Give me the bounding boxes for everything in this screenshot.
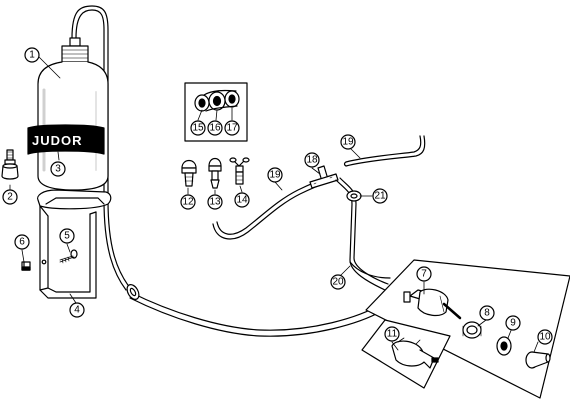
svg-text:10: 10 (539, 332, 551, 343)
washer-bottle (37, 37, 109, 191)
svg-text:18: 18 (306, 155, 318, 166)
svg-text:13: 13 (209, 197, 221, 208)
svg-text:1: 1 (29, 50, 35, 61)
callout-21: 21 (372, 188, 388, 204)
callout-15: 15 (190, 120, 206, 136)
tube-segment-19-left (212, 179, 323, 240)
washer-pump-small (1, 149, 19, 180)
bottle-bracket (37, 189, 112, 299)
tube-grommet-21 (346, 190, 362, 202)
callout-5: 5 (59, 228, 75, 244)
brand-text: JUDOR (32, 133, 83, 148)
pump-nut-8 (462, 321, 482, 339)
svg-text:15: 15 (192, 123, 204, 134)
callout-19-right: 19 (340, 134, 356, 150)
svg-text:9: 9 (510, 318, 516, 329)
svg-text:14: 14 (236, 195, 248, 206)
svg-text:16: 16 (209, 123, 221, 134)
tube-grommet (126, 284, 140, 300)
pump-bush-10 (525, 351, 551, 369)
tube-segment-19-right (343, 135, 426, 167)
callouts: 1 2 3 4 5 6 7 8 9 10 11 12 13 14 15 16 1… (2, 47, 553, 345)
callout-2: 2 (2, 189, 18, 205)
washer-tube-main (71, 5, 388, 337)
callout-10: 10 (537, 329, 553, 345)
svg-text:8: 8 (484, 308, 490, 319)
svg-text:6: 6 (19, 237, 25, 248)
callout-1: 1 (24, 47, 40, 63)
svg-text:4: 4 (74, 305, 80, 316)
callout-19-left: 19 (267, 167, 283, 183)
callout-16: 16 (207, 120, 223, 136)
svg-text:21: 21 (374, 191, 386, 202)
tee-connector (309, 165, 339, 189)
svg-text:5: 5 (64, 231, 70, 242)
callout-12: 12 (180, 194, 196, 210)
tube-segment-20 (335, 177, 391, 291)
jet-nozzle-14 (229, 157, 250, 185)
callout-4: 4 (69, 302, 85, 318)
bottle-brand-band: JUDOR (27, 124, 105, 155)
svg-text:7: 7 (421, 269, 427, 280)
callout-20: 20 (330, 274, 346, 290)
callout-9: 9 (505, 315, 521, 331)
svg-text:17: 17 (226, 123, 238, 134)
callout-7: 7 (416, 266, 432, 282)
pump-washer-9 (496, 336, 512, 356)
svg-text:19: 19 (342, 137, 354, 148)
svg-text:3: 3 (55, 164, 61, 175)
svg-text:11: 11 (387, 329, 398, 340)
svg-text:20: 20 (332, 277, 344, 288)
callout-13: 13 (207, 194, 223, 210)
svg-text:19: 19 (269, 170, 281, 181)
svg-text:12: 12 (182, 197, 194, 208)
callout-18: 18 (304, 152, 320, 168)
leader-lines (9, 55, 539, 353)
callout-11: 11 (384, 326, 400, 342)
callout-6: 6 (14, 234, 30, 250)
jet-nozzle-12 (181, 159, 197, 187)
jet-nozzle-13 (208, 157, 222, 189)
washer-pump-7 (403, 288, 462, 320)
svg-text:2: 2 (7, 192, 13, 203)
callout-17: 17 (224, 120, 240, 136)
callout-8: 8 (479, 305, 495, 321)
bracket-clip (21, 261, 31, 271)
callout-3: 3 (50, 161, 66, 177)
bracket-screw (59, 249, 78, 264)
callout-14: 14 (234, 192, 250, 208)
alternative-pump-inset (361, 319, 451, 389)
